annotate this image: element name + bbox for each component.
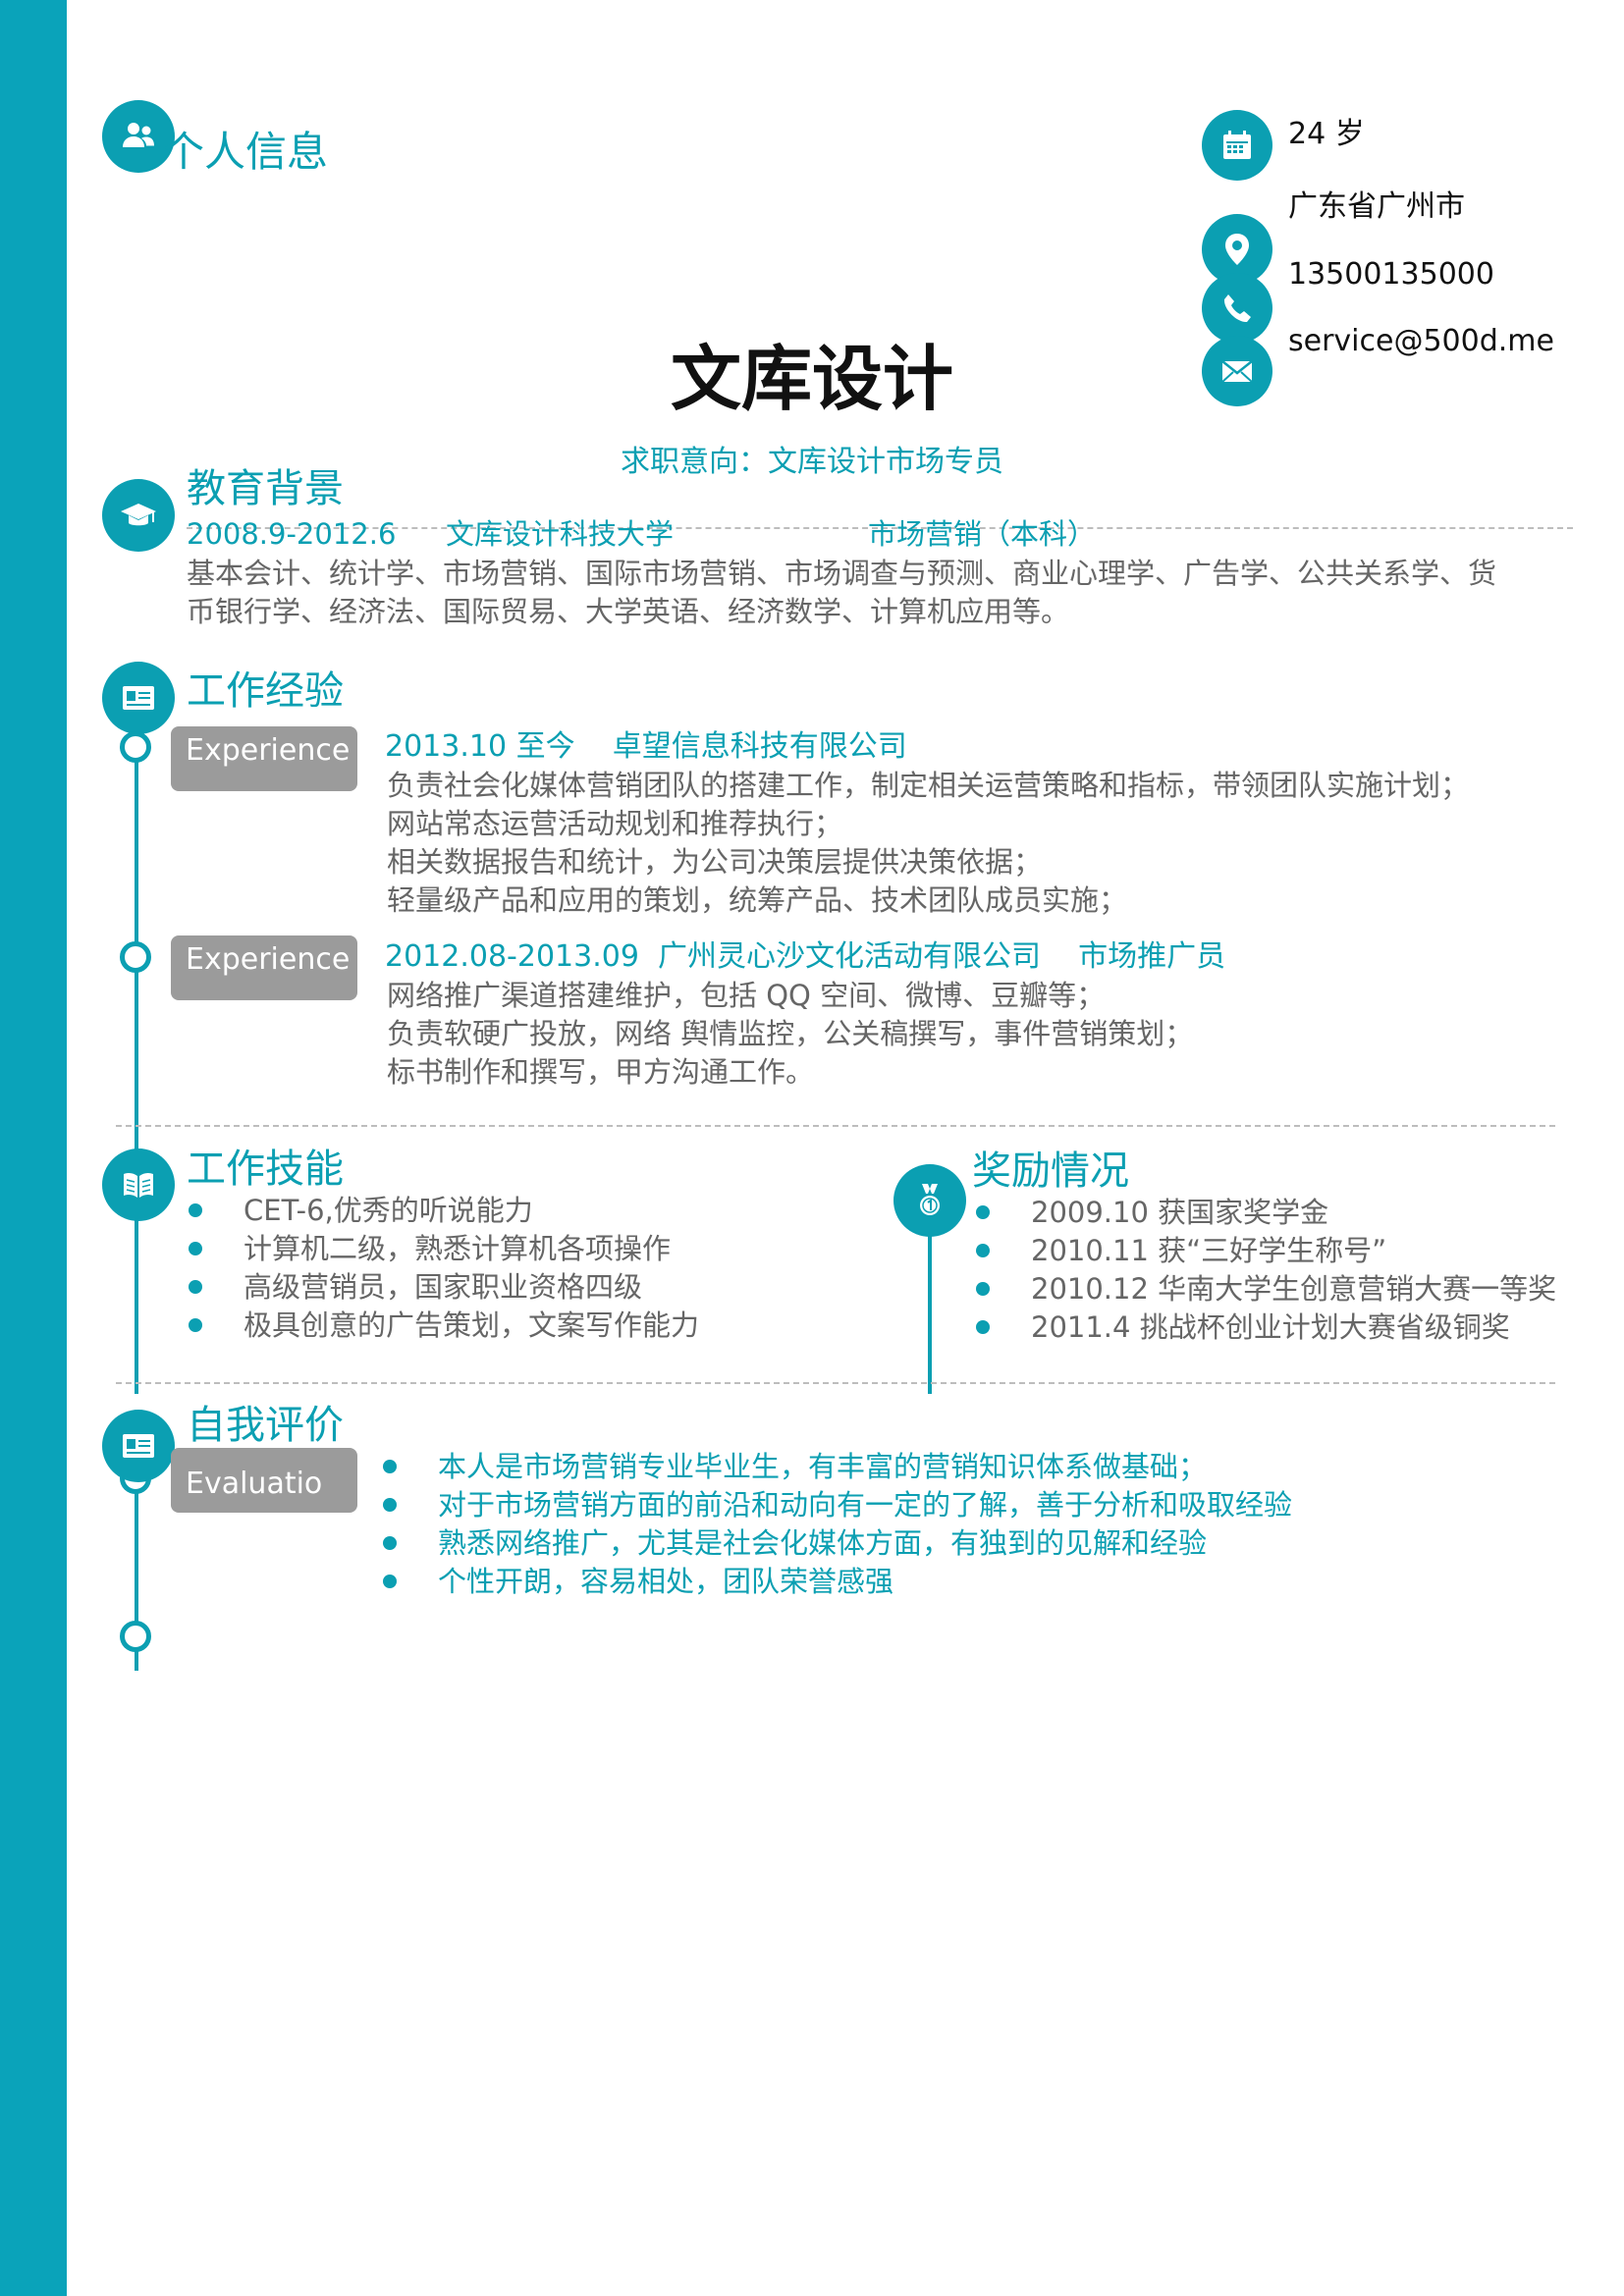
award-item: 2010.12 华南大学生创意营销大赛一等奖	[1031, 1272, 1557, 1306]
award-item: 2010.11 获“三好学生称号”	[1031, 1234, 1387, 1267]
job-heading: 2013.10 至今 卓望信息科技有限公司	[385, 729, 907, 764]
contact-email: service@500d.me	[1288, 324, 1554, 358]
bullet	[383, 1460, 397, 1473]
education-title: 教育背景	[187, 466, 344, 511]
contact-location: 广东省广州市	[1288, 189, 1465, 224]
book-icon	[102, 1148, 175, 1221]
timeline-line	[135, 726, 138, 1394]
skills-title: 工作技能	[187, 1147, 344, 1192]
timeline-node	[120, 1621, 151, 1652]
job-duty: 标书制作和撰写，甲方沟通工作。	[387, 1055, 815, 1089]
job-duty: 网络推广渠道搭建维护，包括 QQ 空间、微博、豆瓣等；	[387, 979, 1106, 1012]
skill-item: 高级营销员，国家职业资格四级	[244, 1270, 643, 1304]
education-courses-line: 基本会计、统计学、市场营销、国际市场营销、市场调查与预测、商业心理学、广告学、公…	[187, 557, 1497, 590]
bullet	[189, 1280, 202, 1294]
skill-item: CET-6,优秀的听说能力	[244, 1194, 533, 1227]
medal-icon	[893, 1164, 966, 1237]
experience-tag: Experience	[171, 935, 357, 1000]
envelope-icon	[1202, 336, 1272, 406]
bullet	[976, 1320, 990, 1334]
education-courses-line: 币银行学、经济法、国际贸易、大学英语、经济数学、计算机应用等。	[187, 595, 1070, 628]
job-objective: 求职意向：文库设计市场专员	[621, 445, 1003, 479]
timeline-line	[135, 1463, 138, 1671]
id-card-icon	[102, 1410, 175, 1482]
phone-icon	[1202, 273, 1272, 344]
education-school: 文库设计科技大学	[446, 517, 675, 551]
award-item: 2009.10 获国家奖学金	[1031, 1196, 1329, 1229]
skill-item: 计算机二级，熟悉计算机各项操作	[244, 1232, 672, 1265]
contact-age: 24 岁	[1288, 117, 1365, 151]
evaluation-tag: Evaluatio	[171, 1448, 357, 1513]
calendar-icon	[1202, 110, 1272, 181]
experience-tag: Experience	[171, 726, 357, 791]
candidate-name: 文库设计	[670, 338, 953, 420]
left-accent-bar	[0, 0, 67, 2296]
bullet	[383, 1536, 397, 1550]
job-duty: 相关数据报告和统计，为公司决策层提供决策依据；	[387, 845, 1043, 879]
section-divider	[116, 1382, 1555, 1384]
bullet	[189, 1318, 202, 1332]
bullet	[383, 1498, 397, 1512]
job-duty: 负责社会化媒体营销团队的搭建工作，制定相关运营策略和指标，带领团队实施计划；	[387, 769, 1470, 802]
graduation-cap-icon	[102, 479, 175, 552]
self-evaluation-item: 个性开朗，容易相处，团队荣誉感强	[438, 1565, 894, 1598]
education-divider	[187, 527, 1573, 529]
job-duty: 负责软硬广投放，网络 舆情监控，公关稿撰写，事件营销策划；	[387, 1017, 1194, 1050]
id-card-icon	[102, 662, 175, 734]
education-major: 市场营销（本科）	[868, 517, 1097, 551]
section-divider	[116, 1125, 1555, 1127]
self-evaluation-item: 熟悉网络推广，尤其是社会化媒体方面，有独到的见解和经验	[438, 1526, 1208, 1560]
bullet	[976, 1244, 990, 1257]
bullet	[976, 1282, 990, 1296]
self-evaluation-title: 自我评价	[187, 1403, 344, 1448]
job-heading: 2012.08-2013.09 广州灵心沙文化活动有限公司 市场推广员	[385, 939, 1226, 974]
contact-phone: 13500135000	[1288, 257, 1494, 292]
job-duty: 轻量级产品和应用的策划，统筹产品、技术团队成员实施；	[387, 883, 1128, 917]
self-evaluation-item: 本人是市场营销专业毕业生，有丰富的营销知识体系做基础；	[438, 1450, 1208, 1483]
education-period: 2008.9-2012.6	[187, 517, 397, 551]
experience-title: 工作经验	[187, 668, 344, 714]
awards-title: 奖励情况	[972, 1148, 1129, 1194]
bullet	[189, 1242, 202, 1255]
timeline-node	[120, 941, 151, 973]
skill-item: 极具创意的广告策划，文案写作能力	[244, 1308, 700, 1342]
award-item: 2011.4 挑战杯创业计划大赛省级铜奖	[1031, 1310, 1510, 1344]
job-duty: 网站常态运营活动规划和推荐执行；	[387, 807, 843, 840]
personal-info-icon	[102, 100, 175, 173]
self-evaluation-item: 对于市场营销方面的前沿和动向有一定的了解，善于分析和吸取经验	[438, 1488, 1293, 1522]
timeline-node	[120, 731, 151, 763]
bullet	[383, 1575, 397, 1588]
bullet	[976, 1205, 990, 1219]
awards-line	[928, 1217, 932, 1394]
bullet	[189, 1203, 202, 1217]
personal-info-title: 个人信息	[163, 128, 329, 176]
